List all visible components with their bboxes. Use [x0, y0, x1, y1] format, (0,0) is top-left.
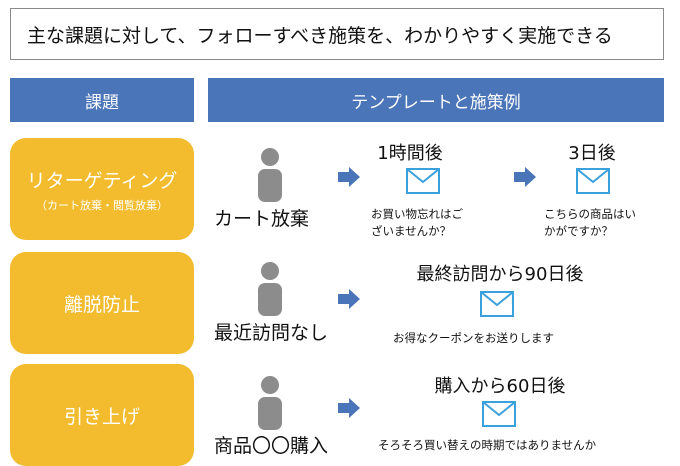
issue-label: リターゲティング [26, 169, 178, 192]
issue-churn-prevention: 離脱防止 [10, 252, 194, 354]
trigger-label: カート放棄 [214, 208, 310, 230]
header-issue: 課題 [10, 78, 194, 122]
page-title: 主な課題に対して、フォローすべき施策を、わかりやすく実施できる [10, 8, 664, 60]
step-message: お買い物忘れはご ざいませんか？ [371, 207, 463, 238]
issue-label: 離脱防止 [63, 293, 140, 316]
trigger-label: 最近訪問なし [214, 322, 329, 344]
issue-upsell: 引き上げ [10, 364, 194, 466]
step-timing: 購入から60日後 [434, 376, 566, 397]
envelope-icon [482, 401, 516, 427]
step-timing: 1時間後 [377, 143, 443, 164]
arrow-right-icon [514, 167, 536, 187]
step-message: お得なクーポンをお送りします [393, 331, 554, 345]
step-message: こちらの商品はい かがですか？ [544, 207, 636, 238]
envelope-icon [480, 291, 514, 317]
arrow-right-icon [338, 289, 360, 309]
arrow-right-icon [338, 167, 360, 187]
person-icon [258, 148, 282, 202]
issue-retargeting: リターゲティング （カート放棄・閲覧放棄） [10, 138, 194, 240]
step-timing: 3日後 [568, 143, 616, 164]
issue-sublabel: （カート放棄・閲覧放棄） [36, 198, 168, 212]
arrow-right-icon [338, 398, 360, 418]
person-icon [258, 376, 282, 430]
header-template: テンプレートと施策例 [208, 78, 664, 122]
person-icon [258, 262, 282, 316]
trigger-label: 商品〇〇購入 [214, 435, 329, 457]
envelope-icon [406, 168, 440, 194]
envelope-icon [576, 168, 610, 194]
issue-label: 引き上げ [63, 405, 140, 428]
step-timing: 最終訪問から90日後 [416, 264, 584, 285]
step-message: そろそろ買い替えの時期ではありませんか [378, 438, 597, 452]
